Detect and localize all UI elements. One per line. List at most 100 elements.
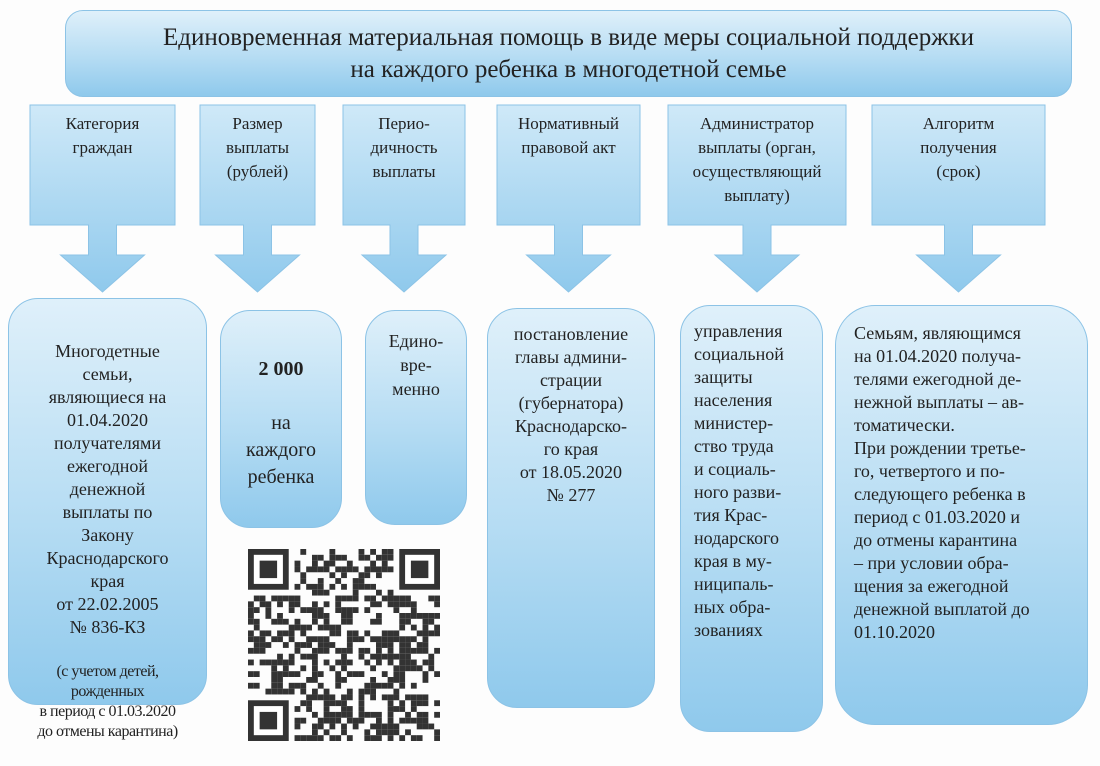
qr-module xyxy=(399,706,406,712)
qr-module xyxy=(323,642,330,648)
qr-module xyxy=(277,613,283,619)
qr-module xyxy=(300,549,307,555)
qr-module xyxy=(370,723,376,730)
qr-module xyxy=(265,642,272,648)
box-category: Многодетные семьи, являющиеся на 01.04.2… xyxy=(8,298,207,740)
qr-module xyxy=(329,549,336,555)
qr-module xyxy=(405,595,411,602)
qr-module xyxy=(317,642,324,648)
qr-code[interactable] xyxy=(248,548,440,742)
qr-module xyxy=(387,647,394,654)
qr-module xyxy=(341,566,347,573)
qr-module xyxy=(346,566,353,573)
qr-module xyxy=(259,642,266,648)
qr-module xyxy=(312,601,318,608)
qr-module xyxy=(341,677,347,683)
qr-module xyxy=(300,688,307,695)
qr-module xyxy=(358,578,365,584)
qr-module xyxy=(346,636,353,643)
qr-module xyxy=(277,677,283,683)
qr-module xyxy=(376,729,382,736)
qr-module xyxy=(387,566,394,573)
qr-module xyxy=(399,601,406,608)
qr-module xyxy=(300,682,307,689)
qr-module xyxy=(387,630,394,637)
qr-module xyxy=(300,717,307,724)
qr-module xyxy=(265,613,272,619)
qr-module xyxy=(422,618,429,625)
qr-module xyxy=(399,735,406,741)
qr-module xyxy=(422,677,429,683)
qr-module xyxy=(399,647,406,654)
qr-module xyxy=(428,613,435,619)
qr-module xyxy=(410,682,417,689)
qr-module xyxy=(312,711,318,718)
qr-module xyxy=(410,735,417,741)
header-administrator: Администратор выплаты (орган, осуществля… xyxy=(692,114,822,205)
qr-module xyxy=(288,671,295,677)
qr-module xyxy=(312,659,318,666)
qr-module xyxy=(306,677,312,683)
qr-module xyxy=(434,613,440,619)
qr-module xyxy=(405,636,411,643)
qr-module xyxy=(428,653,435,660)
qr-module xyxy=(288,636,295,643)
qr-module xyxy=(335,578,342,584)
qr-module xyxy=(422,694,429,701)
qr-module xyxy=(317,723,324,730)
qr-module xyxy=(428,723,435,730)
qr-module xyxy=(306,653,312,660)
qr-module xyxy=(422,700,429,707)
qr-module xyxy=(387,694,394,701)
qr-module xyxy=(434,700,440,707)
qr-module xyxy=(376,636,382,643)
qr-module xyxy=(381,549,388,555)
qr-module xyxy=(265,607,272,613)
qr-module xyxy=(364,572,371,579)
qr-module xyxy=(370,618,376,625)
qr-module xyxy=(306,566,312,573)
qr-module xyxy=(294,647,301,654)
qr-module xyxy=(358,700,365,707)
qr-module xyxy=(370,677,376,683)
qr-module xyxy=(248,659,254,666)
qr-module xyxy=(335,601,342,608)
qr-finder xyxy=(410,560,429,579)
qr-module xyxy=(300,578,307,584)
header-category: Категория граждан xyxy=(65,114,140,157)
qr-module xyxy=(323,706,330,712)
qr-module xyxy=(346,671,353,677)
qr-module xyxy=(422,647,429,654)
qr-module xyxy=(294,601,301,608)
qr-module xyxy=(329,583,336,590)
qr-module xyxy=(352,671,359,677)
qr-module xyxy=(399,653,406,660)
qr-module xyxy=(294,583,301,590)
qr-module xyxy=(312,583,318,590)
qr-module xyxy=(329,560,336,567)
qr-module xyxy=(346,659,353,666)
qr-module xyxy=(335,671,342,677)
qr-module xyxy=(399,682,406,689)
qr-module xyxy=(306,735,312,741)
qr-module xyxy=(434,601,440,608)
qr-module xyxy=(329,735,336,741)
qr-module xyxy=(329,700,336,707)
qr-module xyxy=(277,595,283,602)
qr-module xyxy=(399,642,406,648)
qr-module xyxy=(376,711,382,718)
qr-module xyxy=(265,601,272,608)
qr-module xyxy=(341,607,347,613)
qr-module xyxy=(387,549,394,555)
qr-module xyxy=(422,642,429,648)
qr-module xyxy=(410,659,417,666)
qr-module xyxy=(300,700,307,707)
qr-module xyxy=(346,595,353,602)
qr-module xyxy=(253,642,260,648)
qr-module xyxy=(277,653,283,660)
qr-module xyxy=(306,642,312,648)
qr-module xyxy=(329,572,336,579)
qr-module xyxy=(312,607,318,613)
qr-module xyxy=(259,595,266,602)
qr-module xyxy=(352,723,359,730)
